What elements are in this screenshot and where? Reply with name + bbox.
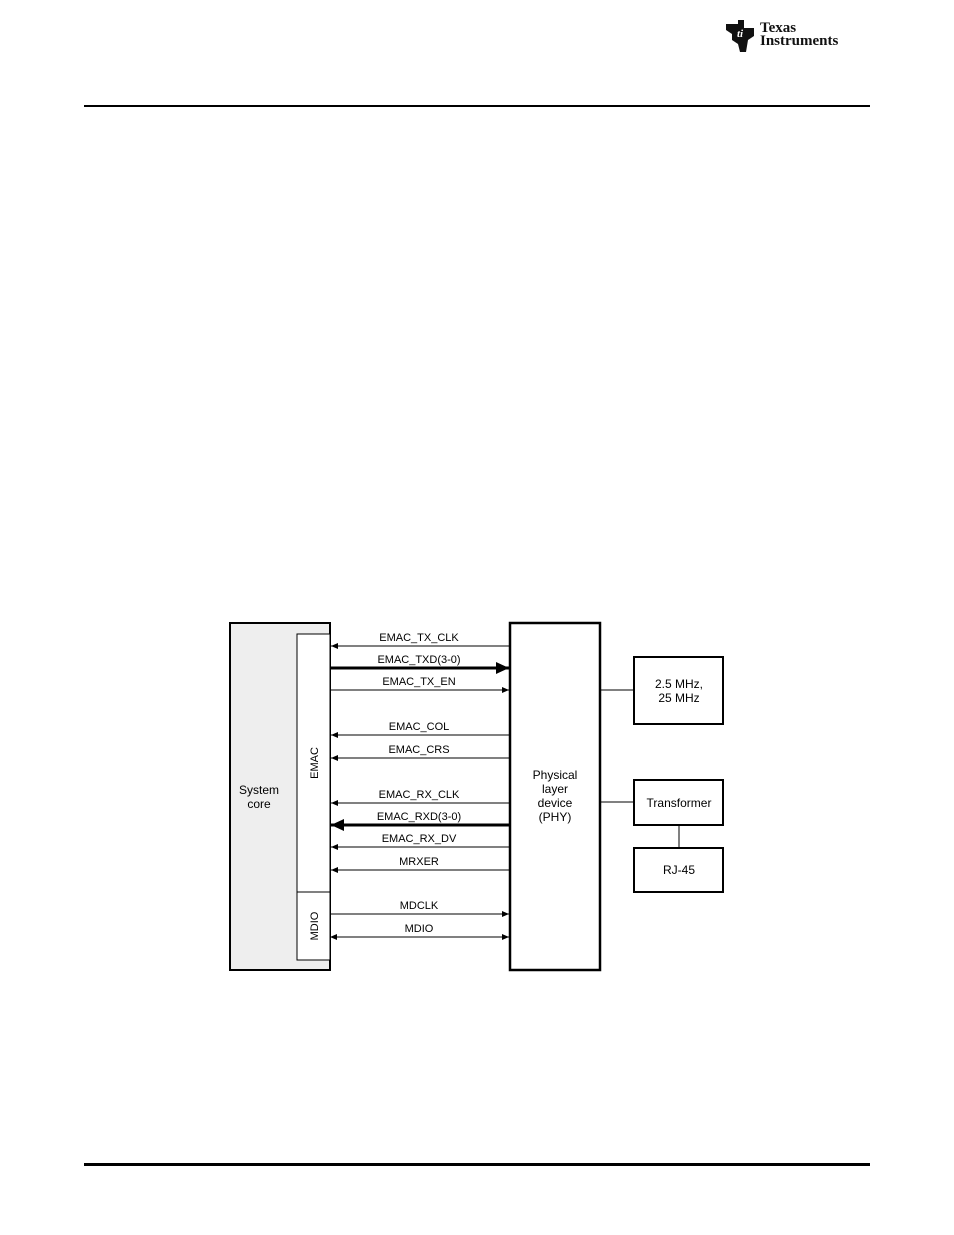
signal-label: EMAC_RX_DV	[382, 833, 457, 845]
mdio-label: MDIO	[309, 911, 321, 940]
clock-box	[633, 656, 724, 725]
header-rule	[84, 105, 870, 107]
signal-label: EMAC_CRS	[388, 744, 449, 756]
clock-label-1: 2.5 MHz,	[655, 677, 703, 691]
system-core-label-1: System	[239, 783, 279, 797]
transformer-label: Transformer	[647, 796, 712, 810]
ti-logo: ti Texas Instruments	[724, 18, 870, 54]
logo-line-1: Texas	[760, 20, 797, 36]
ti-logo-icon: ti	[726, 20, 754, 52]
emac-label: EMAC	[309, 747, 321, 779]
signal-label: EMAC_TX_EN	[382, 676, 455, 688]
svg-text:ti: ti	[737, 28, 744, 40]
mdio-block	[296, 891, 331, 961]
signal-label: MDCLK	[400, 900, 439, 912]
footer-rule	[84, 1163, 870, 1166]
phy-label-2: layer	[542, 782, 568, 796]
transformer-box	[633, 779, 724, 826]
logo-line-2: Instruments	[760, 33, 839, 49]
clock-label-2: 25 MHz	[658, 691, 699, 705]
signal-label: EMAC_TX_CLK	[379, 632, 459, 644]
signal-label: EMAC_RXD(3-0)	[377, 811, 461, 823]
phy-label-4: (PHY)	[539, 810, 572, 824]
rj45-label: RJ-45	[663, 863, 695, 877]
signal-label: EMAC_RX_CLK	[379, 789, 460, 801]
signal-lines: EMAC_TX_CLK EMAC_TXD(3-0) EMAC_TX_EN EMAC_C…	[330, 632, 509, 940]
signal-label: MDIO	[405, 923, 434, 935]
signal-label: EMAC_COL	[389, 721, 450, 733]
phy-label-1: Physical	[533, 768, 578, 782]
signal-label: EMAC_TXD(3-0)	[377, 654, 460, 666]
system-core-label-2: core	[247, 797, 271, 811]
rj45-box	[633, 847, 724, 893]
phy-block	[508, 621, 602, 972]
phy-label-3: device	[538, 796, 573, 810]
signal-label: MRXER	[399, 856, 439, 868]
